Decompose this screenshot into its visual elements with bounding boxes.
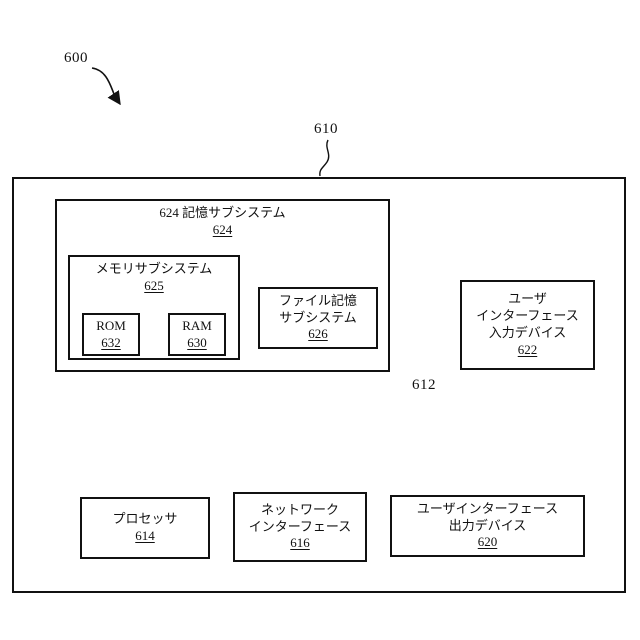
ui-output-devices-box: ユーザインターフェース 出力デバイス 620 [390,495,585,557]
rom-box: ROM 632 [82,313,140,356]
ref-label-610: 610 [314,121,338,137]
ram-number: 630 [187,334,207,350]
file-storage-line1: ファイル記憶 [278,292,357,308]
memory-subsystem-number: 625 [144,277,164,293]
ui-input-line3: 入力デバイス [488,325,567,340]
rom-number: 632 [101,334,121,350]
ui-input-number: 622 [517,341,538,357]
ui-output-line2: 出力デバイス [448,517,527,533]
file-storage-number: 626 [308,326,328,342]
processor-box: プロセッサ 614 [80,497,210,559]
rom-label: ROM [96,317,126,333]
ref-label-612: 612 [412,377,436,393]
storage-subsystem-title: 624 記憶サブシステム [159,205,286,220]
processor-label: プロセッサ [112,511,178,527]
leader-600 [91,67,121,106]
file-storage-line2: サブシステム [279,309,357,325]
ref-label-600: 600 [64,50,88,66]
ui-input-line1: ユーザ [508,291,547,307]
file-storage-subsystem-box: ファイル記憶 サブシステム 626 [258,287,378,349]
storage-subsystem-number: 624 [212,221,233,237]
ram-label: RAM [182,317,212,333]
leader-610 [319,139,330,177]
ram-box: RAM 630 [168,313,226,356]
ui-output-number: 620 [477,534,498,550]
network-line1: ネットワーク [260,501,339,517]
network-interface-box: ネットワーク インターフェース 616 [233,492,367,562]
memory-subsystem-title: メモリサブシステム [95,261,213,276]
ui-input-devices-box: ユーザ インターフェース 入力デバイス 622 [460,280,595,370]
network-number: 616 [290,535,310,551]
ui-output-line1: ユーザインターフェース [416,500,559,516]
ui-input-line2: インターフェース [476,308,579,324]
network-line2: インターフェース [248,518,352,534]
processor-number: 614 [135,528,155,543]
